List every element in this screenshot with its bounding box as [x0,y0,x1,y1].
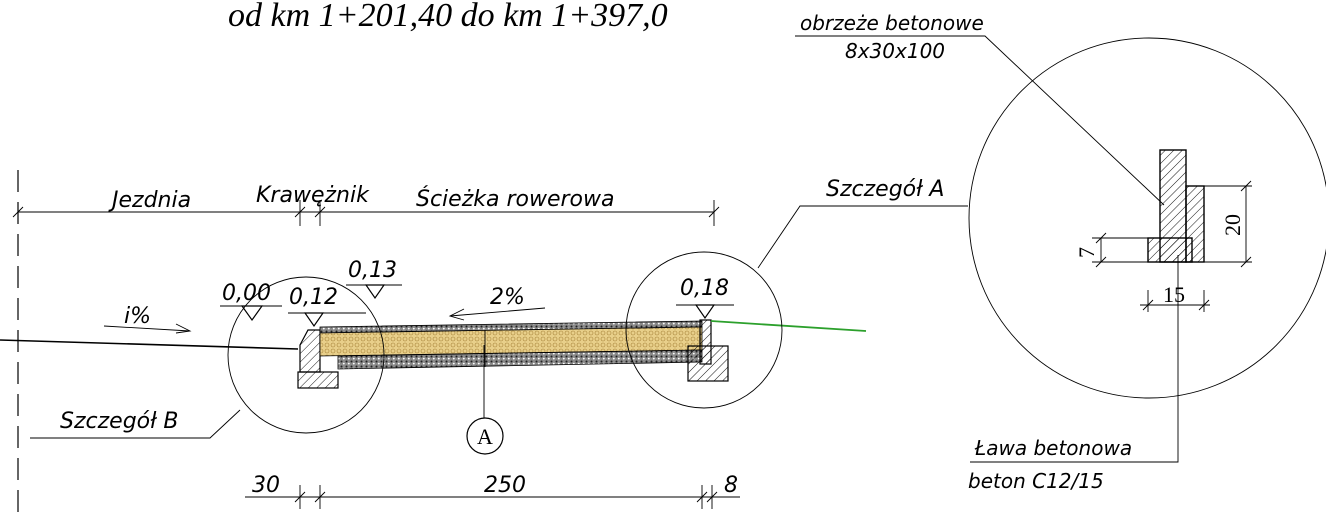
elevation-012: 0,12 [289,285,338,310]
bottom-dimension-line [245,485,740,509]
detail-b-leader [30,409,241,439]
label-kraweznik: Krawężnik [256,183,370,208]
label-lawa-2: beton C12/15 [968,469,1104,493]
detail-dim-height [1204,180,1252,268]
detail-circle-b [227,276,385,434]
elevation-marker-012 [288,312,366,328]
slope-path-label: 2% [490,285,525,310]
detail-edging [1147,149,1205,263]
label-sciezka: Ścieżka rowerowa [416,186,614,212]
elevation-013: 0,13 [348,258,397,283]
elevation-marker-000 [220,305,282,322]
elevation-marker-018 [676,304,734,320]
marker-a-circle [466,417,504,455]
elevation-000: 0,00 [222,281,271,306]
curb-left [297,329,339,389]
label-lawa-1: Ława betonowa [974,436,1132,460]
label-obrzeze-1: obrzeże betonowe [800,11,984,35]
detail-a-magnified-circle [968,37,1326,399]
label-obrzeze-2: 8x30x100 [845,39,945,63]
label-szczegol-b: Szczegół B [60,409,179,434]
dim-250: 250 [484,473,526,498]
edging-right [687,319,729,382]
detail-dim-step [1092,232,1148,268]
detail-dim-7: 7 [1074,247,1099,258]
obrzeze-leader [795,35,1165,206]
top-dimension-line [12,200,720,226]
label-jezdnia: Jezdnia [108,188,191,213]
detail-dim-20: 20 [1220,214,1245,236]
dim-30: 30 [252,473,280,498]
detail-dim-15: 15 [1163,282,1185,307]
elevation-marker-013 [346,284,402,300]
road-surface [0,339,299,350]
label-szczegol-a: Szczegół A [826,177,944,202]
marker-a-label: A [477,424,493,449]
detail-circle-a [625,251,783,409]
elevation-018: 0,18 [680,276,729,301]
lawa-leader [970,255,1179,463]
detail-dim-width [1140,290,1210,312]
slope-road-label: i% [124,304,151,329]
detail-a-leader [757,205,968,269]
slope-path-arrow [449,307,546,317]
dim-8: 8 [724,473,738,498]
terrain-line [710,320,867,332]
slope-road-arrow [103,325,191,332]
drawing-title: od km 1+201,40 do km 1+397,0 [228,0,668,34]
